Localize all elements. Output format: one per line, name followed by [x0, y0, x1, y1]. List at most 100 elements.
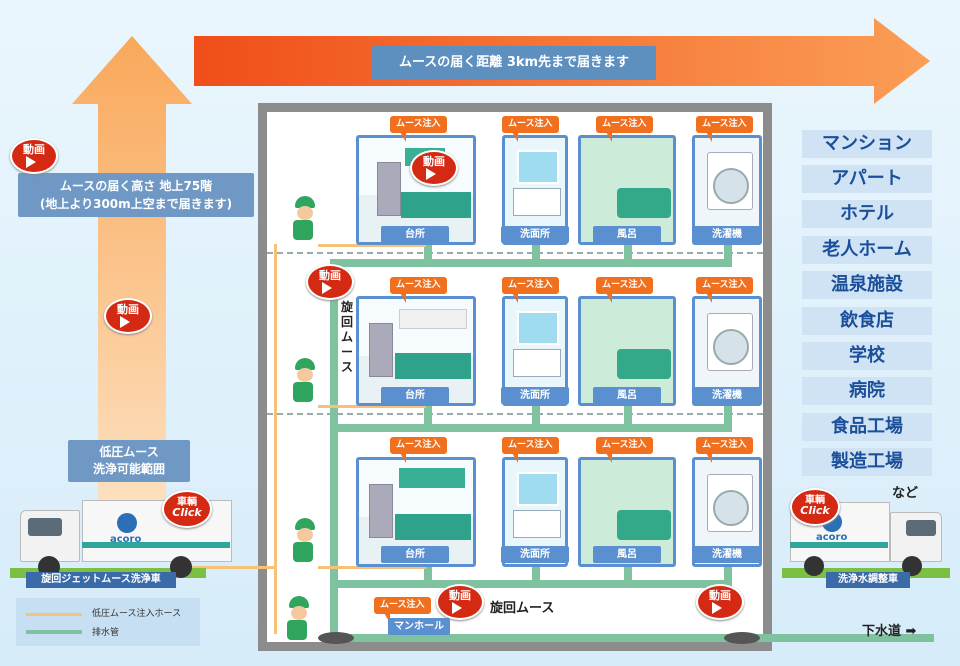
- worker: [284, 596, 310, 648]
- facilities-more: など: [892, 486, 919, 501]
- legend-pipe-swatch: [26, 630, 82, 634]
- drain-pipe: [330, 259, 732, 267]
- distance-banner: ムースの届く距離 3km先まで届きます: [372, 46, 656, 80]
- truck-left-brand: acoro: [110, 534, 142, 545]
- drain-drop: [532, 562, 540, 586]
- video-label: 動画: [423, 155, 445, 168]
- facility-mansion: マンション: [802, 130, 932, 158]
- sewer-pipe: [330, 634, 934, 642]
- drain-stack: [330, 259, 338, 637]
- room-label-washroom: 洗面所: [501, 387, 569, 404]
- low-pressure-line1: 低圧ムース: [99, 445, 159, 459]
- mousse-inject-tag: ムース注入: [390, 277, 447, 303]
- drain-drop: [424, 562, 432, 586]
- height-info-box: ムースの届く高さ 地上75階 (地上より300m上空まで届きます): [18, 173, 254, 217]
- play-icon: [120, 316, 130, 328]
- mousse-inject-tag: ムース注入: [696, 277, 753, 303]
- room-label-bath: 風呂: [593, 226, 661, 243]
- video-button-sewer[interactable]: 動画: [696, 584, 744, 624]
- video-button-height[interactable]: 動画: [10, 138, 58, 178]
- mousse-inject-tag: ムース注入: [596, 116, 653, 142]
- injection-hose-riser: [274, 244, 277, 634]
- manhole-label: マンホール: [388, 618, 450, 635]
- sewer-arrow-icon: ➡: [905, 624, 917, 639]
- video-button-manhole[interactable]: 動画: [436, 584, 484, 624]
- drain-drop: [724, 562, 732, 586]
- truck-right-label: 洗浄水調整車: [826, 572, 910, 588]
- room-label-bath: 風呂: [593, 387, 661, 404]
- height-arrow: [72, 36, 192, 536]
- drain-drop: [624, 403, 632, 429]
- video-button-swirl[interactable]: 動画: [306, 264, 354, 304]
- floor-divider: [267, 252, 763, 254]
- drain-drop: [724, 242, 732, 266]
- room-label-kitchen: 台所: [381, 387, 449, 404]
- sewer-label-text: 下水道: [862, 624, 902, 639]
- legend-hose-swatch: [26, 613, 82, 616]
- manhole-cover: [724, 632, 760, 644]
- room-washroom: [502, 457, 568, 567]
- facility-manufacturing: 製造工場: [802, 448, 932, 476]
- play-icon: [26, 156, 36, 168]
- room-label-laundry: 洗濯機: [693, 546, 761, 563]
- truck-right: acoro: [790, 502, 942, 576]
- play-icon: [426, 168, 436, 180]
- injection-hose: [318, 566, 426, 569]
- room-label-laundry: 洗濯機: [693, 226, 761, 243]
- click-top: 車輌: [177, 497, 197, 508]
- facility-hospital: 病院: [802, 377, 932, 405]
- injection-hose: [190, 566, 276, 569]
- drain-drop: [532, 403, 540, 429]
- facility-restaurant: 飲食店: [802, 307, 932, 335]
- room-label-kitchen: 台所: [381, 546, 449, 563]
- injection-hose: [318, 244, 426, 247]
- play-icon: [322, 282, 332, 294]
- facility-school: 学校: [802, 342, 932, 370]
- room-label-washroom: 洗面所: [501, 226, 569, 243]
- sewer-label: 下水道 ➡: [862, 620, 916, 639]
- drain-drop: [532, 242, 540, 266]
- height-line2: (地上より300m上空まで届きます): [39, 197, 233, 211]
- drain-pipe: [330, 424, 732, 432]
- swirl-mousse-vertical: 旋回ムース: [341, 300, 354, 374]
- room-label-washroom: 洗面所: [501, 546, 569, 563]
- facility-apartment: アパート: [802, 165, 932, 193]
- click-bottom: Click: [172, 506, 202, 519]
- room-label-laundry: 洗濯機: [693, 387, 761, 404]
- mousse-inject-tag: ムース注入: [596, 277, 653, 303]
- legend-hose-label: 低圧ムース注入ホース: [92, 609, 182, 619]
- legend: 低圧ムース注入ホース 排水管: [16, 598, 200, 646]
- play-icon: [712, 602, 722, 614]
- room-label-kitchen: 台所: [381, 226, 449, 243]
- drain-pipe: [330, 580, 732, 588]
- facility-hotel: ホテル: [802, 200, 932, 228]
- facility-nursing-home: 老人ホーム: [802, 236, 932, 264]
- mousse-inject-tag: ムース注入: [374, 597, 431, 623]
- room-label-bath: 風呂: [593, 546, 661, 563]
- mousse-inject-tag: ムース注入: [390, 437, 447, 463]
- drain-drop: [624, 242, 632, 266]
- video-button-low-pressure[interactable]: 動画: [104, 298, 152, 338]
- video-label: 動画: [23, 143, 45, 156]
- facility-hot-spring: 温泉施設: [802, 271, 932, 299]
- video-label: 動画: [709, 589, 731, 602]
- legend-pipe-label: 排水管: [92, 628, 120, 638]
- mousse-inject-tag: ムース注入: [696, 437, 753, 463]
- mousse-inject-tag: ムース注入: [596, 437, 653, 463]
- height-line1: ムースの届く高さ 地上75階: [59, 179, 213, 193]
- play-icon: [452, 602, 462, 614]
- video-label: 動画: [319, 269, 341, 282]
- manhole-cover: [318, 632, 354, 644]
- low-pressure-line2: 洗浄可能範囲: [92, 462, 165, 476]
- video-label: 動画: [449, 589, 471, 602]
- mousse-inject-tag: ムース注入: [502, 277, 559, 303]
- mousse-inject-tag: ムース注入: [502, 437, 559, 463]
- drain-drop: [624, 562, 632, 586]
- injection-hose: [318, 405, 426, 408]
- facility-food-factory: 食品工場: [802, 413, 932, 441]
- drain-drop: [724, 403, 732, 429]
- video-button-kitchen[interactable]: 動画: [410, 150, 458, 190]
- video-label: 動画: [117, 303, 139, 316]
